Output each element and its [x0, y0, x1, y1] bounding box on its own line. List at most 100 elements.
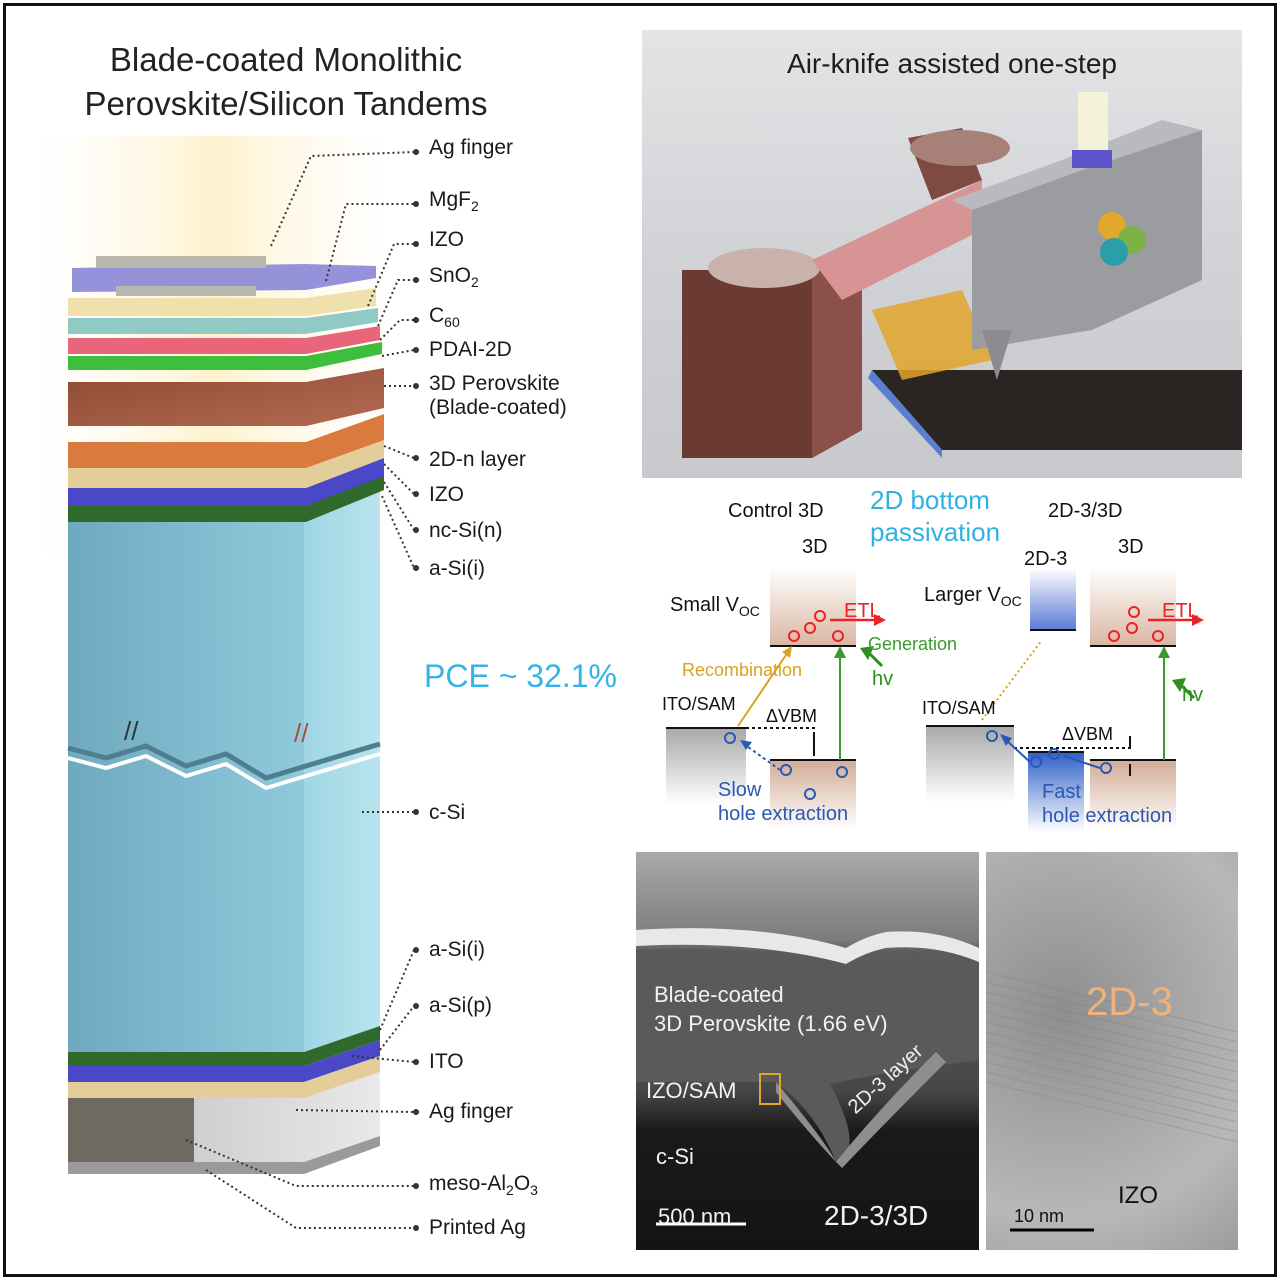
label-2dn-layer: 2D-n layer — [429, 448, 526, 471]
tem-csi-label: c-Si — [656, 1144, 694, 1169]
tandem-2d3-vb — [1028, 752, 1084, 832]
izo-mid-layer — [68, 440, 384, 488]
label-c60: C60 — [429, 304, 460, 331]
label-hv-right: hv — [1182, 684, 1204, 706]
tem-izo-sam-label: IZO/SAM — [646, 1078, 737, 1103]
title-line-2: Perovskite/Silicon Tandems — [84, 85, 488, 122]
break-mark-right: // — [294, 718, 309, 748]
perovskite-layer — [68, 368, 384, 426]
asi-i-bottom-layer — [68, 1026, 380, 1066]
label-dvbm-right: ΔVBM — [1062, 724, 1114, 744]
tem-sample-label: 2D-3/3D — [824, 1200, 929, 1231]
tem-perovskite-region — [636, 948, 979, 1162]
label-mgf2: MgF2 — [429, 188, 479, 215]
label-perovskite: 3D Perovskite(Blade-coated) — [429, 372, 567, 419]
label-ito: ITO — [429, 1050, 464, 1073]
label-izo-top: IZO — [429, 228, 464, 251]
label-etl-right: ETL — [1162, 600, 1199, 622]
air-knife-render — [682, 92, 1242, 458]
ncsi-layer — [68, 458, 384, 506]
left-pillar-top — [708, 248, 820, 288]
izo-top-layer — [68, 288, 376, 316]
leader-dots — [413, 149, 419, 1231]
ag-finger-top — [96, 256, 266, 268]
break-line-top — [67, 741, 381, 781]
tem-2d3-layer — [776, 1052, 946, 1168]
logo-part-1 — [1098, 212, 1126, 240]
label-3d-right: 3D — [1118, 536, 1144, 558]
right-pillar-top — [910, 130, 1010, 166]
label-2d3: 2D-3 — [1024, 548, 1068, 570]
label-ag-finger-top: Ag finger — [429, 136, 514, 159]
label-larger-voc: Larger VOC — [924, 584, 1022, 609]
leader-lines — [185, 151, 415, 1229]
tandem-2d3-cb — [1030, 568, 1076, 630]
tandem-ito-sam — [926, 726, 1014, 802]
label-ito-sam-left: ITO/SAM — [662, 694, 736, 714]
figure-frame: Blade-coated Monolithic Perovskite/Silic… — [3, 3, 1277, 1277]
label-ncsi: nc-Si(n) — [429, 519, 503, 542]
asi-p-layer — [68, 1040, 380, 1082]
tandem-3d-vb — [1090, 760, 1176, 830]
ag-finger-top-2 — [116, 286, 256, 296]
knife-blade — [982, 330, 1012, 380]
lattice-fringes — [986, 971, 1238, 1143]
label-dvbm-left: ΔVBM — [766, 706, 818, 726]
substrate-edge — [868, 370, 942, 458]
label-2d3-3d: 2D-3/3D — [1048, 500, 1123, 522]
tem-scale-label: 500 nm — [658, 1204, 732, 1229]
label-etl-left: ETL — [844, 600, 881, 622]
label-ag-finger-bottom: Ag finger — [429, 1100, 514, 1123]
hrtem-izo-label: IZO — [1118, 1182, 1158, 1209]
perovskite-ink — [872, 290, 992, 380]
label-asi-i-bottom: a-Si(i) — [429, 938, 485, 961]
label-recombination: Recombination — [682, 660, 803, 680]
printed-ag-layer — [68, 1136, 380, 1174]
asi-i-top-layer — [68, 472, 384, 522]
label-3d-left: 3D — [802, 536, 828, 558]
gas-tube — [1078, 92, 1108, 156]
device-stack-illustration: // // — [36, 136, 419, 1231]
break-mark-left: // — [124, 716, 139, 746]
band-diagram — [666, 568, 1204, 832]
knife-body — [972, 130, 1202, 350]
sno2-layer — [68, 308, 378, 334]
label-asi-p: a-Si(p) — [429, 994, 493, 1017]
label-generation: Generation — [868, 634, 958, 654]
break-line-bottom — [67, 752, 381, 791]
c60-layer — [68, 326, 380, 354]
arm — [812, 180, 982, 300]
ito-layer — [68, 1056, 380, 1098]
label-pdai: PDAI-2D — [429, 338, 512, 361]
substrate — [872, 370, 1242, 450]
label-ito-sam-right: ITO/SAM — [922, 698, 996, 718]
label-small-voc: Small VOC — [670, 594, 760, 619]
hrtem-2d3-label: 2D-3 — [1086, 980, 1173, 1024]
label-meso-al2o3: meso-Al2O3 — [429, 1172, 538, 1199]
label-asi-i-top: a-Si(i) — [429, 557, 485, 580]
hrtem-scale-label: 10 nm — [1014, 1206, 1065, 1226]
pdai-layer — [68, 342, 382, 370]
label-sno2: SnO2 — [429, 264, 479, 291]
figure-title: Blade-coated Monolithic Perovskite/Silic… — [76, 38, 496, 126]
label-control-3d: Control 3D — [728, 500, 824, 522]
control-3d-vb — [770, 760, 856, 830]
logo-part-3 — [1100, 238, 1128, 266]
label-printed-ag: Printed Ag — [429, 1216, 526, 1239]
control-ito-sam — [666, 728, 746, 804]
label-izo-mid: IZO — [429, 483, 464, 506]
pce-value: PCE ~ 32.1% — [424, 658, 617, 694]
tube-fitting — [1072, 150, 1112, 168]
hrtem-image: 2D-3 IZO 10 nm — [986, 852, 1238, 1250]
title-line-1: Blade-coated Monolithic — [109, 41, 463, 78]
label-csi: c-Si — [429, 801, 466, 824]
meso-al2o3-layer — [68, 1098, 194, 1164]
left-block-side — [812, 248, 862, 458]
label-hv-left: hv — [872, 668, 894, 690]
air-knife-title: Air-knife assisted one-step — [787, 48, 1117, 79]
